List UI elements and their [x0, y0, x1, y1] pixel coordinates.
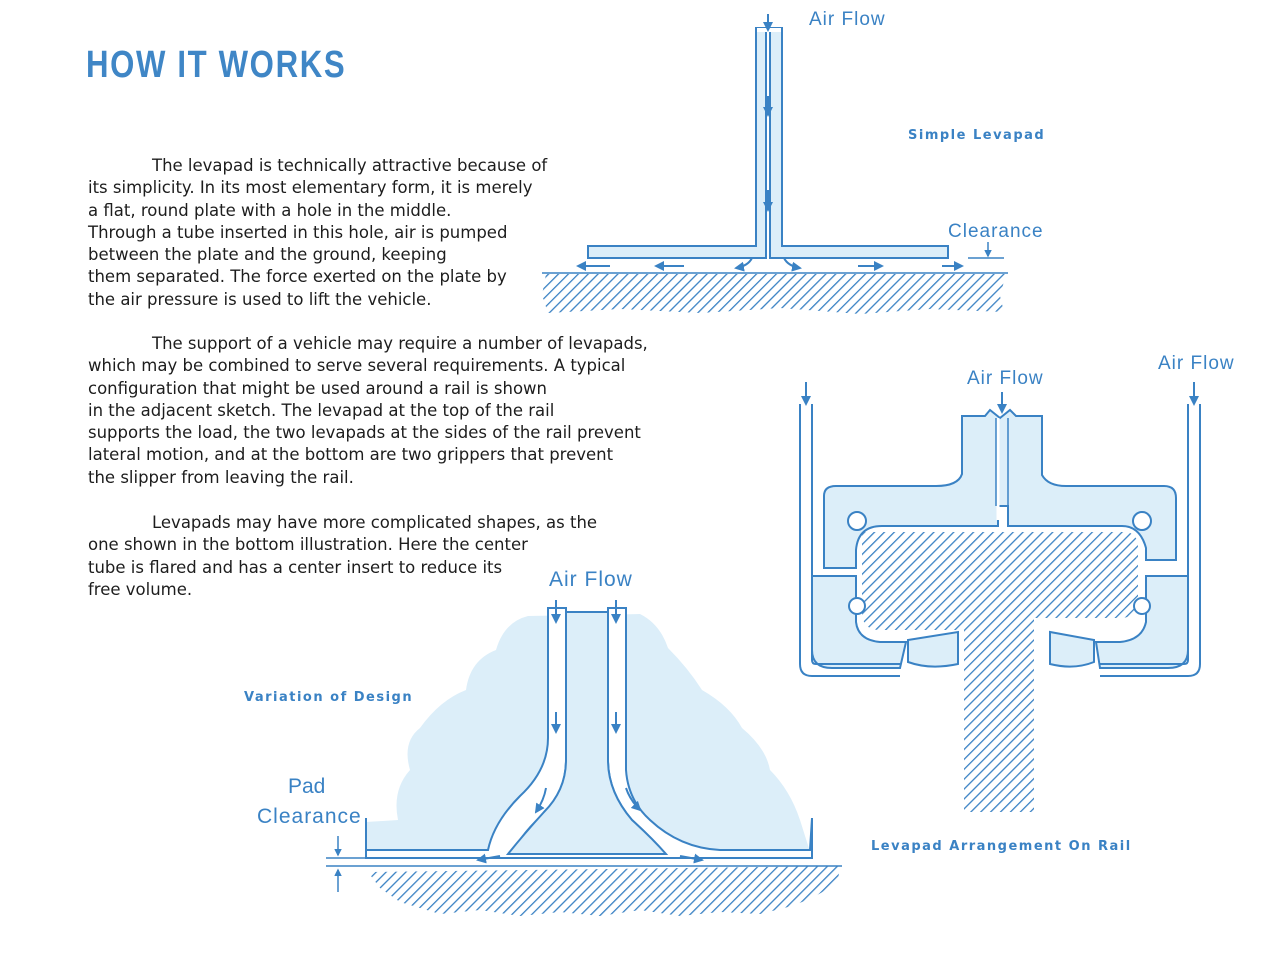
paragraph-2: The support of a vehicle may require a n… — [88, 333, 648, 489]
rail-arrangement-diagram: Air Flow Air Flow Levapad Arrangement On… — [799, 353, 1235, 854]
right-side-pad — [1094, 575, 1189, 669]
pad-label: Pad — [288, 775, 325, 798]
air-flow-arrows — [801, 382, 1199, 414]
paragraph-line: in the adjacent sketch. The levapad at t… — [88, 400, 555, 420]
clearance-indicator — [968, 242, 1004, 259]
seal-circle — [1132, 511, 1152, 531]
arrow-right — [783, 257, 802, 272]
paragraph-line: them separated. The force exerted on the… — [88, 267, 507, 287]
paragraph-line: a flat, round plate with a hole in the m… — [88, 200, 452, 220]
paragraph-line: supports the load, the two levapads at t… — [88, 423, 641, 443]
air-flow-label: Air Flow — [967, 368, 1044, 389]
air-flow-label: Air Flow — [549, 568, 633, 591]
paragraph-line: configuration that might be used around … — [88, 378, 547, 398]
arrow-left — [476, 853, 501, 864]
air-flow-label: Air Flow — [1158, 353, 1235, 374]
plate-left — [587, 27, 767, 259]
variation-caption: Variation of Design — [244, 690, 413, 705]
arrow-diagonal — [625, 787, 642, 812]
left-air-tube — [799, 404, 900, 677]
simple-levapad-diagram: Air Flow Simple Levapad Clearance — [542, 9, 1045, 314]
seal-circle — [847, 511, 867, 531]
arrow-left — [734, 257, 753, 272]
simple-levapad-caption: Simple Levapad — [908, 128, 1045, 143]
paragraph-line: lateral motion, and at the bottom are tw… — [88, 445, 614, 465]
ground-hatch — [542, 274, 1006, 314]
center-insert — [505, 611, 669, 855]
paragraph-line: The support of a vehicle may require a n… — [152, 334, 648, 353]
paragraph-1: The levapad is technically attractive be… — [88, 155, 547, 311]
clearance-label: Clearance — [948, 221, 1044, 242]
ground-hatch — [368, 866, 840, 916]
right-air-tube — [1100, 404, 1201, 677]
paragraph-line: Through a tube inserted in this hole, ai… — [88, 222, 508, 242]
air-flow-arrows — [576, 14, 964, 272]
paragraph-line: tube is flared and has a center insert t… — [88, 557, 503, 577]
left-side-pad — [811, 575, 908, 669]
paragraph-3: Levapads may have more complicated shape… — [88, 512, 597, 601]
paragraph-line: The levapad is technically attractive be… — [152, 156, 548, 175]
page-title: HOW IT WORKS — [86, 44, 347, 86]
rail-hatch — [862, 532, 1138, 812]
seal-circle — [1133, 597, 1151, 615]
paragraph-line: Levapads may have more complicated shape… — [152, 513, 598, 532]
plate-right — [769, 27, 949, 259]
seal-circle — [848, 597, 866, 615]
arrow-diagonal — [534, 787, 547, 814]
air-flow-arrows — [476, 600, 704, 864]
arrow-right — [679, 853, 704, 864]
left-gripper — [907, 630, 959, 668]
paragraph-line: which may be combined to serve several r… — [88, 356, 626, 376]
paragraph-line: the air pressure is used to lift the veh… — [88, 289, 432, 309]
variation-diagram: Air Flow Variation of Design Pad Clearan… — [244, 568, 842, 916]
paragraph-line: one shown in the bottom illustration. He… — [88, 535, 528, 555]
pad-clearance-label: Clearance — [257, 805, 362, 828]
pad-clearance-indicator — [326, 836, 366, 892]
paragraph-line: free volume. — [88, 579, 193, 599]
paragraph-line: its simplicity. In its most elementary f… — [88, 178, 533, 198]
right-gripper — [1049, 630, 1095, 668]
air-flow-label: Air Flow — [809, 9, 886, 30]
rail-arrangement-caption: Levapad Arrangement On Rail — [871, 839, 1132, 854]
paragraph-line: between the plate and the ground, keepin… — [88, 245, 447, 265]
top-load-pad — [823, 408, 1177, 569]
paragraph-line: the slipper from leaving the rail. — [88, 467, 354, 487]
